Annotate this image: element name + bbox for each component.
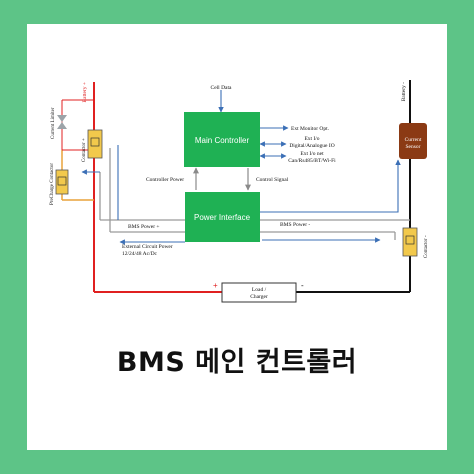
battery-negative-rail <box>296 80 411 293</box>
power-interface-label: Power Interface <box>194 213 251 222</box>
main-controller-block: Main Controller <box>184 112 260 167</box>
ext-circuit-power-line1: External Circuit Power <box>122 244 173 250</box>
load-minus-sign: - <box>301 281 304 290</box>
ext-net-line2: Can/Rs485/BT/Wi-Fi <box>288 158 336 164</box>
ext-monitor-label: Ext Monitor Opt. <box>291 126 330 132</box>
current-sensor-line1: Current <box>405 137 422 143</box>
contactor-positive-label: Contactor + <box>82 138 87 162</box>
ext-net-line1: Ext I/o net <box>300 151 324 157</box>
current-limiter <box>57 115 67 129</box>
main-controller-label: Main Controller <box>195 136 250 145</box>
contactor-negative <box>402 227 418 257</box>
blue-signal-lines <box>81 90 401 245</box>
battery-positive-rail <box>61 82 222 293</box>
bms-power-neg-label: BMS Power - <box>280 222 310 228</box>
control-signal-label: Control Signal <box>256 177 289 183</box>
current-sensor-line2: Sensor <box>406 144 421 150</box>
battery-positive-label: Battery + <box>82 82 88 103</box>
ext-circuit-power-line2: 12/24/48 Ac/Dc <box>122 251 158 257</box>
load-charger-block: Load / Charger <box>221 282 297 303</box>
controller-power-label: Controller Power <box>146 177 184 183</box>
bms-power-pos-label: BMS Power + <box>128 224 160 230</box>
precharge-contactor-label: PreCharge Contactor <box>50 163 55 205</box>
contactor-negative-label: Contactor - <box>424 235 429 258</box>
grey-power-lines <box>99 148 410 240</box>
precharge-contactor <box>55 169 69 195</box>
ext-io-line1: Ext I/o <box>304 136 319 142</box>
load-line1: Load / <box>252 287 267 293</box>
load-plus-sign: + <box>213 281 218 290</box>
power-interface-block: Power Interface <box>185 192 260 242</box>
current-sensor: Current Sensor <box>399 123 427 159</box>
controller-link-arrows <box>193 167 251 191</box>
contactor-positive <box>87 129 103 159</box>
load-line2: Charger <box>250 294 268 300</box>
page-title: BMS 메인 컨트롤러 <box>116 347 358 378</box>
cell-data-label: Cell Data <box>211 85 232 91</box>
battery-negative-label: Battery - <box>401 82 407 102</box>
ext-io-line2: Digital/Analogue IO <box>289 143 334 149</box>
current-limiter-label: Current Limiter <box>51 107 56 139</box>
